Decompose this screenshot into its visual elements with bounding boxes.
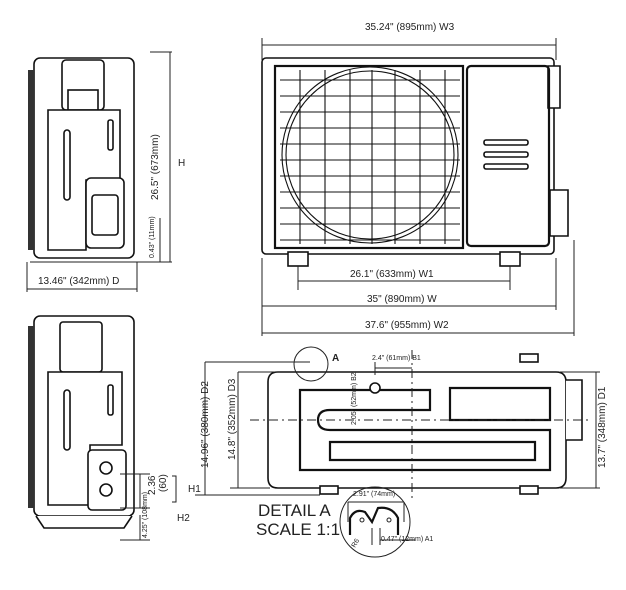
h1-dimension-mm: (60) bbox=[158, 474, 169, 492]
fan-grill bbox=[280, 66, 460, 244]
height-dimension: 26.5" (673mm) bbox=[150, 134, 161, 200]
detail-a-callout bbox=[293, 346, 329, 382]
w3-dimension: 35.24" (895mm) W3 bbox=[365, 22, 455, 33]
d1-dimension: 13.7" (348mm) D1 bbox=[597, 386, 608, 468]
w1-dimension: 26.1" (633mm) W1 bbox=[350, 269, 434, 280]
h2-dimension: 4.25" (108mm) bbox=[142, 492, 149, 538]
side-fins bbox=[28, 70, 34, 250]
detail-title: DETAIL A bbox=[258, 501, 331, 520]
top-view: A 2.4" (61mm) B1 2.05" (52mm) B2 14.96" … bbox=[195, 346, 608, 500]
d2-dimension: 14.96" (380mm) D2 bbox=[200, 381, 211, 468]
w-dimension: 35" (890mm) W bbox=[367, 294, 437, 305]
depth-dimension: 13.46" (342mm) D bbox=[38, 276, 119, 287]
a1-dimension: 0.47" (12mm) A1 bbox=[381, 536, 433, 543]
detail-width-dimension: 2.91" (74mm) bbox=[353, 491, 395, 498]
b1-dimension: 2.4" (61mm) B1 bbox=[372, 355, 421, 362]
height-label: H bbox=[178, 158, 185, 169]
foot-height-dimension: 0.43" (11mm) bbox=[149, 216, 156, 258]
rear-view: 2.36 (60) H1 4.25" (108mm) H2 bbox=[28, 315, 201, 541]
h1-label: H1 bbox=[188, 484, 201, 495]
d3-dimension: 14.8" (352mm) D3 bbox=[227, 378, 238, 460]
h2-label: H2 bbox=[177, 513, 190, 524]
radius-dimension: R6 bbox=[351, 538, 362, 549]
side-view: 26.5" (673mm) H 0.43" (11mm) 13.46" (342… bbox=[26, 51, 185, 292]
w2-dimension: 37.6" (955mm) W2 bbox=[365, 320, 449, 331]
detail-a: DETAIL A SCALE 1:1 2.91" (74mm) 0.47" (1… bbox=[256, 486, 433, 558]
detail-scale: SCALE 1:1 bbox=[256, 520, 340, 539]
detail-marker: A bbox=[332, 353, 339, 364]
h1-dimension-inches: 2.36 bbox=[147, 475, 158, 495]
front-view: 35.24" (895mm) W3 26.1" (633mm) W1 35" (… bbox=[261, 22, 575, 336]
b2-dimension: 2.05" (52mm) B2 bbox=[351, 372, 358, 425]
